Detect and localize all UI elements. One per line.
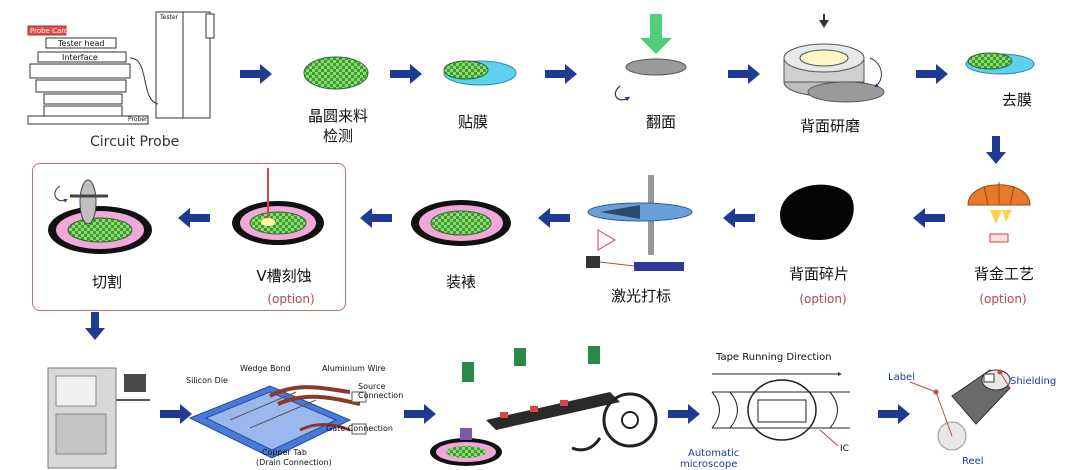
- circuit-probe-label: Circuit Probe: [90, 134, 180, 150]
- back-grinding-label: 背面研磨: [799, 117, 860, 135]
- back-metal-label: 背金工艺: [973, 265, 1034, 283]
- automatic-label: Automatic: [688, 448, 740, 459]
- silicon-die-label: Silicon Die: [186, 376, 228, 385]
- back-chipping-icon: [780, 184, 854, 240]
- flow-arrows-row3: [160, 404, 910, 424]
- dicing-label: 切割: [91, 273, 122, 291]
- optional-steps-frame: [32, 163, 346, 311]
- test-machine-icon: [47, 367, 150, 469]
- reel-label-text: Label: [888, 372, 915, 383]
- mounting-label: 装裱: [445, 273, 476, 291]
- flow-arrows-row1: [240, 64, 1006, 164]
- flip-label: 翻面: [645, 113, 676, 131]
- dicing-icon: [48, 179, 152, 254]
- film-removal-icon: [965, 52, 1035, 75]
- mounting-icon: [411, 200, 511, 246]
- flow-arrows-row2: [85, 208, 945, 340]
- wafer-inspect-line1: 晶圆来料: [307, 107, 368, 125]
- lamination-label: 贴膜: [457, 113, 488, 131]
- laser-marking-label: 激光打标: [610, 287, 671, 305]
- wedge-bond-label: Wedge Bond: [240, 364, 291, 373]
- prober-label: Prober: [128, 116, 148, 123]
- film-removal-label: 去膜: [1001, 91, 1032, 109]
- wafer-inspect-icon: [303, 56, 369, 90]
- circuit-probe-illustration: [27, 11, 215, 125]
- lamination-icon: [443, 60, 517, 86]
- aluminium-wire-label: Aluminium Wire: [322, 364, 386, 373]
- microscope-label: microscope: [680, 459, 738, 470]
- wire-bond-icon: [188, 385, 367, 459]
- tape-running-icon: [711, 372, 850, 447]
- tester-label: Tester: [160, 14, 178, 21]
- drain-connection-label: (Drain Connection): [256, 458, 332, 467]
- gate-connection-label: Gate Connection: [326, 424, 393, 433]
- back-metal-option: (option): [979, 292, 1027, 306]
- tester-head-label: Tester head: [58, 39, 105, 48]
- shielding-label: Shielding: [1010, 376, 1057, 387]
- v-groove-icon: [232, 168, 324, 245]
- copper-tab-label: Copper Tab: [262, 448, 307, 457]
- tape-direction-label: Tape Running Direction: [716, 352, 832, 363]
- laser-marking-icon: [586, 175, 693, 271]
- back-grinding-icon: [783, 14, 885, 103]
- wafer-inspect-label: 晶圆来料 检测: [298, 106, 378, 146]
- reel-text: Reel: [962, 456, 984, 467]
- reel-icon: [909, 369, 1011, 451]
- v-groove-option: (option): [267, 292, 315, 306]
- flip-icon: [614, 14, 687, 102]
- ic-label: IC: [840, 444, 849, 454]
- interface-label: Interface: [62, 53, 98, 62]
- wafer-inspect-line2: 检测: [322, 127, 353, 145]
- back-metal-icon: [967, 182, 1031, 243]
- back-chipping-label: 背面碎片: [788, 265, 849, 283]
- probe-card-label: Probe Card: [30, 27, 69, 35]
- v-groove-label: V槽刻蚀: [256, 267, 312, 285]
- source-connection-label: Source Connection: [358, 382, 404, 400]
- back-chipping-option: (option): [799, 292, 847, 306]
- pick-place-icon: [430, 346, 658, 466]
